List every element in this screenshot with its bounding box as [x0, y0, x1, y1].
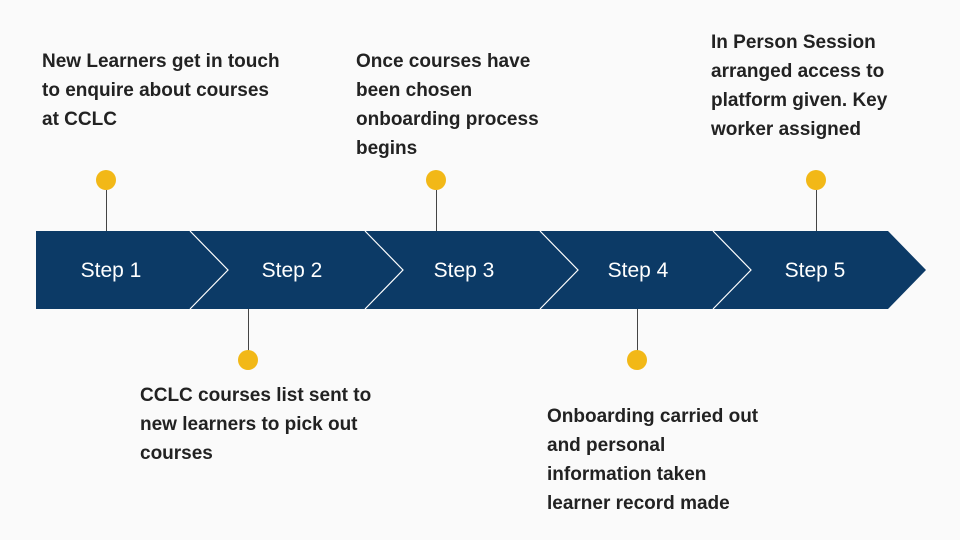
- step-3-connector: [436, 190, 437, 231]
- step-4-label: Step 4: [607, 259, 669, 282]
- step-2-label: Step 2: [261, 259, 323, 282]
- step-5-label: Step 5: [784, 259, 846, 282]
- step-5-marker: [806, 170, 826, 190]
- step-5-note: In Person Session arranged access to pla…: [711, 32, 888, 140]
- chevron-divider-3: [539, 230, 579, 310]
- step-2-connector: [248, 309, 249, 351]
- step-1-label: Step 1: [80, 259, 142, 282]
- chevron-divider-4: [712, 230, 752, 310]
- step-1-note: New Learners get in touch to enquire abo…: [42, 51, 280, 130]
- step-3-note: Once courses have been chosen onboarding…: [356, 51, 539, 159]
- step-1-marker: [96, 170, 116, 190]
- step-3-marker: [426, 170, 446, 190]
- step-2-marker: [238, 350, 258, 370]
- arrow-body: [36, 231, 926, 309]
- step-4-note: Onboarding carried out and personal info…: [547, 406, 759, 514]
- step-3-label: Step 3: [433, 259, 495, 282]
- step-2-note: CCLC courses list sent to new learners t…: [140, 385, 372, 464]
- chevron-divider-2: [364, 230, 404, 310]
- step-4-marker: [627, 350, 647, 370]
- chevron-divider-1: [189, 230, 229, 310]
- step-5-connector: [816, 190, 817, 231]
- step-4-connector: [637, 309, 638, 351]
- step-1-connector: [106, 190, 107, 231]
